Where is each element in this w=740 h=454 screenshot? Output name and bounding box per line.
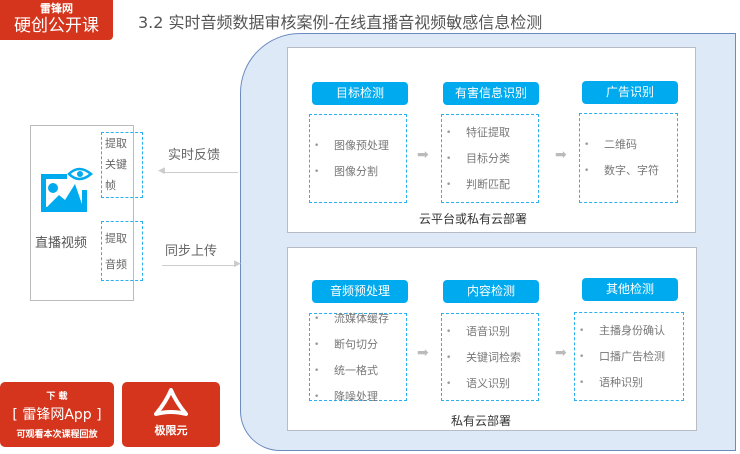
stage-header: 内容检测 — [443, 280, 539, 303]
arrow-right-icon: ➡ — [555, 147, 567, 163]
keyframe-text: 提取 — [105, 137, 127, 150]
list-item: 口播广告检测 — [575, 344, 683, 370]
stage-items: 语音识别 关键词检索 语义识别 — [441, 313, 539, 401]
audio-text: 提取 — [105, 232, 127, 245]
list-item: 关键词检索 — [442, 345, 538, 371]
list-item: 统一格式 — [310, 358, 406, 384]
audio-text: 音频 — [105, 258, 127, 271]
stage-header: 其他检测 — [582, 278, 678, 301]
keyframe-text: 关键 — [105, 158, 127, 171]
logo-big: 硬创公开课 — [14, 16, 99, 36]
list-item: 断句切分 — [310, 332, 406, 358]
logo-small: 雷锋网 — [40, 2, 73, 15]
image-eye-icon — [41, 167, 93, 212]
list-item: 数字、字符 — [580, 158, 677, 184]
keyframe-text: 帧 — [105, 179, 116, 192]
stage-header: 音频预处理 — [312, 280, 408, 303]
list-item: 图像分割 — [310, 159, 406, 185]
brand-logo-icon — [154, 388, 188, 416]
badge-main: [ 雷锋网App ] — [12, 407, 102, 423]
arrow-right-icon: ➡ — [555, 345, 567, 361]
stage-items: 图像预处理 图像分割 — [309, 114, 407, 203]
list-item: 语义识别 — [442, 371, 538, 397]
list-item: 图像预处理 — [310, 133, 406, 159]
list-item: 语种识别 — [575, 370, 683, 396]
stage-items: 二维码 数字、字符 — [579, 113, 678, 203]
arrow-right-icon: ▶ — [234, 259, 241, 269]
stage-header: 有害信息识别 — [443, 82, 539, 105]
list-item: 判断匹配 — [442, 172, 538, 198]
arrow-left-icon: ◀ — [158, 166, 165, 176]
list-item: 目标分类 — [442, 146, 538, 172]
list-item: 二维码 — [580, 132, 677, 158]
stage-header: 目标检测 — [312, 82, 408, 105]
app-download-badge[interactable]: 下 载 [ 雷锋网App ] 可观看本次课程回放 — [0, 382, 114, 447]
brand-label: 极限元 — [154, 424, 188, 437]
list-item: 流媒体缓存 — [310, 306, 406, 332]
list-item: 语音识别 — [442, 319, 538, 345]
live-video-label: 直播视频 — [35, 236, 88, 251]
private-deploy-label: 私有云部署 — [451, 414, 512, 428]
stage-header: 广告识别 — [582, 81, 678, 104]
page-title: 3.2 实时音频数据审核案例-在线直播音视频敏感信息检测 — [138, 13, 543, 32]
stage-items: 特征提取 目标分类 判断匹配 — [441, 114, 539, 203]
badge-top: 下 载 — [46, 392, 68, 402]
cloud-deploy-label: 云平台或私有云部署 — [419, 212, 528, 226]
audio-extract-box: 提取 音频 — [101, 221, 143, 281]
leiphone-logo: 雷锋网 硬创公开课 — [0, 0, 113, 40]
live-video-box: 直播视频 提取 关键 帧 提取 音频 — [30, 125, 143, 301]
feedback-arrow — [162, 172, 238, 173]
stage-items: 流媒体缓存 断句切分 统一格式 降噪处理 — [309, 306, 407, 410]
badge-sub: 可观看本次课程回放 — [16, 430, 98, 440]
stage-items: 主播身份确认 口播广告检测 语种识别 — [574, 312, 684, 401]
keyframe-extract-box: 提取 关键 帧 — [101, 132, 143, 198]
brand-badge: 极限元 — [122, 382, 220, 447]
list-item: 降噪处理 — [310, 384, 406, 410]
feedback-label: 实时反馈 — [168, 148, 221, 163]
arrow-right-icon: ➡ — [417, 345, 429, 361]
list-item: 特征提取 — [442, 120, 538, 146]
arrow-right-icon: ➡ — [417, 147, 429, 163]
upload-label: 同步上传 — [165, 244, 218, 259]
list-item: 主播身份确认 — [575, 318, 683, 344]
upload-arrow — [162, 265, 236, 266]
